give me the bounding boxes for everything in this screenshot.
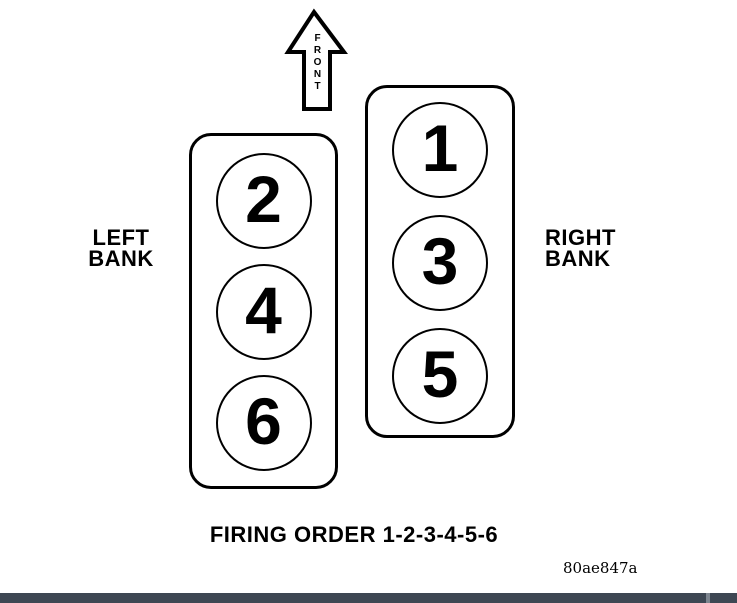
cylinder-number: 4 [245,273,282,347]
cylinder-circle-2: 2 [215,153,312,249]
cylinder-number: 1 [421,111,459,185]
figure-code: 80ae847a [563,559,638,577]
left-bank-label-line1: LEFT [92,225,150,250]
cylinder-circle-3: 3 [392,215,488,311]
cylinder-number: 5 [421,337,459,411]
firing-order-caption: FIRING ORDER 1-2-3-4-5-6 [209,522,499,547]
right-bank-label-line2: BANK [545,246,611,271]
cylinder-circle-6: 6 [215,375,312,471]
right-bank-label: RIGHT BANK [545,225,667,271]
cylinder-number: 6 [245,384,282,458]
cylinder-number: 3 [421,224,459,298]
cylinder-number: 2 [245,162,282,236]
front-arrow-icon [284,8,348,111]
cylinder-circle-4: 4 [215,264,312,360]
horizontal-scrollbar-track[interactable] [0,593,737,603]
front-arrow-label: FRONT [312,33,323,93]
scrollbar-thumb[interactable] [706,593,710,603]
cylinder-circle-5: 5 [392,328,488,424]
left-bank-label-line2: BANK [88,246,154,271]
cylinder-circle-1: 1 [392,102,488,198]
front-arrow-shape [284,8,348,111]
right-bank-outline: 1 3 5 [365,85,515,438]
left-bank-outline: 2 4 6 [189,133,338,489]
right-bank-label-line1: RIGHT [545,225,616,250]
left-bank-label: LEFT BANK [60,225,182,271]
